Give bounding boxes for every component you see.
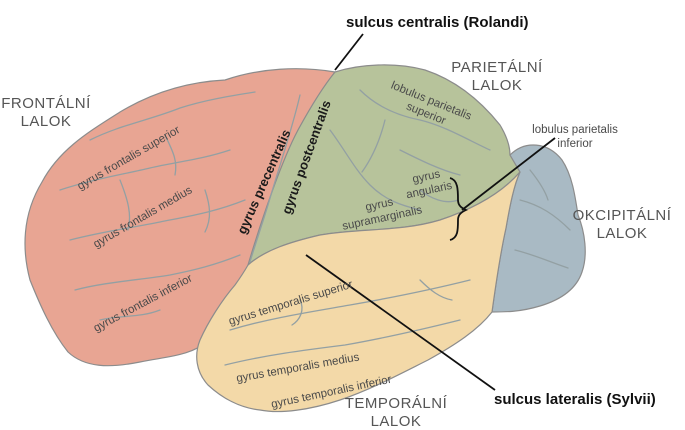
sulcus-lateralis-label: sulcus lateralis (Sylvii) — [494, 391, 656, 408]
sulcus-centralis-label: sulcus centralis (Rolandi) — [346, 14, 529, 31]
leader-sulcus-centralis — [335, 34, 363, 70]
